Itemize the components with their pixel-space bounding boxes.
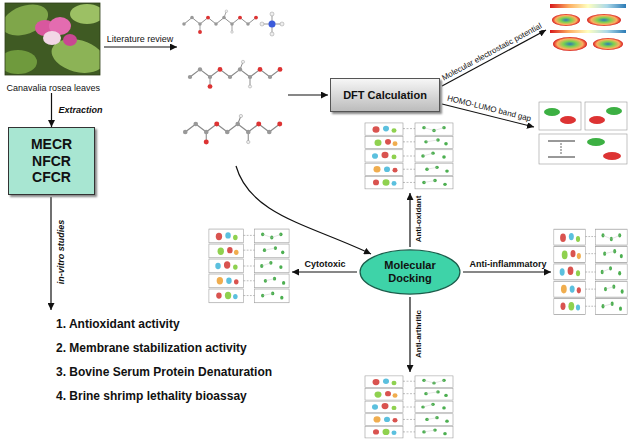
gap-line — [561, 143, 562, 155]
arrow-label: Anti-inflammatory — [468, 259, 547, 269]
arrow — [50, 197, 51, 310]
orbital-lobe — [544, 108, 560, 116]
arrow — [442, 30, 546, 86]
orbital-panel — [539, 102, 581, 130]
arrow — [292, 271, 357, 272]
arrow-label: Anti-oxidant — [414, 195, 423, 244]
arrow-label: Cytotoxic — [303, 259, 346, 269]
arrow — [409, 193, 410, 247]
orbital-lobe — [603, 152, 621, 160]
docking-image — [554, 229, 627, 314]
node-text: Canavalia rosea leaves — [4, 83, 102, 93]
mep-maps — [550, 4, 626, 51]
petal — [63, 34, 77, 46]
arrow — [463, 271, 551, 272]
color-scale — [550, 4, 626, 8]
process-box: DFT Calculation — [330, 78, 440, 112]
homo-lumo-panels — [539, 102, 627, 164]
docking-image — [365, 123, 453, 189]
connector-arrow — [51, 93, 52, 127]
molecule — [188, 60, 283, 89]
list-item: 1. Antioxidant activity — [55, 318, 181, 332]
arrow — [104, 46, 177, 47]
energy-level — [548, 157, 575, 158]
flow-arrows — [51, 30, 551, 372]
orbital-panel — [539, 134, 627, 164]
node-text: MECR NFCR CFCR — [31, 136, 72, 186]
mep-surface — [552, 14, 580, 26]
leaf — [70, 4, 100, 24]
petal — [43, 31, 61, 45]
orbital-panel — [585, 102, 627, 130]
arrow-label: Anti-arthritic — [414, 309, 423, 359]
edge-label: Extraction — [58, 105, 104, 115]
orbital-lobe — [560, 116, 576, 124]
leaf — [5, 50, 37, 74]
list-item: 2. Membrane stabilization activity — [55, 342, 248, 356]
mep-surface — [587, 14, 621, 26]
node-text: Molecular Docking — [384, 259, 435, 284]
ammonium-ion — [260, 12, 284, 36]
docking-results — [209, 123, 627, 438]
docking-image — [209, 229, 289, 303]
ellipse-outline — [360, 250, 460, 294]
molecule — [183, 114, 282, 144]
orbital-lobe — [589, 116, 605, 124]
extract-box: MECR NFCR CFCR — [8, 127, 95, 195]
plant-photo — [5, 3, 100, 75]
molecule — [182, 10, 258, 34]
docking-image — [365, 376, 453, 438]
arrow — [288, 94, 328, 95]
energy-level — [548, 141, 575, 142]
mep-surface — [593, 38, 623, 50]
molecule-structures — [182, 10, 284, 144]
docking-ellipse: Molecular Docking — [358, 248, 462, 296]
node-text: DFT Calculation — [343, 89, 427, 101]
arrow-label: Molecular electrostatic potential — [439, 21, 544, 83]
list-item: 3. Bovine Serum Protein Denaturation — [55, 366, 273, 380]
curved-arrow — [236, 166, 371, 254]
arrow-label: Literature review — [106, 34, 175, 44]
arrow — [409, 297, 410, 372]
orbital-lobe — [606, 107, 622, 115]
arrow-label: in-vitro studies — [56, 219, 66, 286]
orbital-lobe — [587, 138, 605, 146]
mep-surface — [553, 37, 587, 51]
list-item: 4. Brine shrimp lethality bioassay — [55, 390, 248, 404]
plant-node: Canavalia rosea leaves — [2, 3, 104, 93]
photo-frame — [5, 3, 100, 75]
color-scale — [550, 30, 626, 33]
